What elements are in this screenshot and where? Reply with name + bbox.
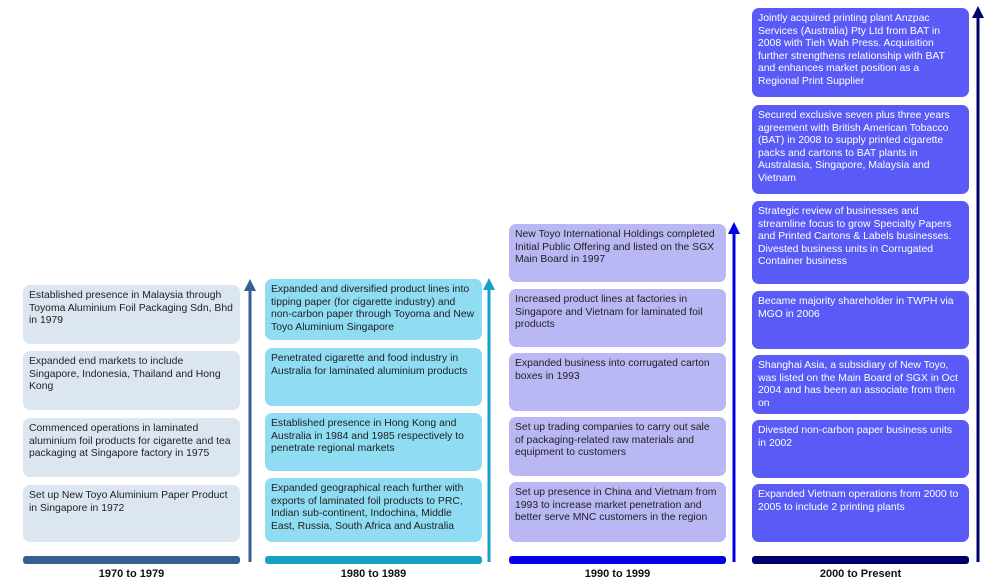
milestone-box: Set up presence in China and Vietnam fro… [509, 482, 726, 542]
milestone-box: Expanded Vietnam operations from 2000 to… [752, 484, 969, 542]
milestone-box: Set up trading companies to carry out sa… [509, 417, 726, 476]
milestone-box: Shanghai Asia, a subsidiary of New Toyo,… [752, 355, 969, 414]
milestone-box: Increased product lines at factories in … [509, 289, 726, 347]
era-timeline-bar [509, 556, 726, 564]
era-label: 1970 to 1979 [98, 568, 165, 580]
era-label: 1990 to 1999 [584, 568, 651, 580]
milestone-box: Secured exclusive seven plus three years… [752, 105, 969, 194]
growth-arrow-icon [972, 6, 984, 562]
milestone-box: Expanded business into corrugated carton… [509, 353, 726, 411]
milestone-box: Expanded and diversified product lines i… [265, 279, 482, 340]
milestone-box: Expanded end markets to include Singapor… [23, 351, 240, 410]
milestone-box: Jointly acquired printing plant Anzpac S… [752, 8, 969, 97]
era-label: 2000 to Present [819, 568, 902, 580]
milestone-box: Set up New Toyo Aluminium Paper Product … [23, 485, 240, 542]
milestone-box: Became majority shareholder in TWPH via … [752, 291, 969, 349]
era-timeline-bar [752, 556, 969, 564]
milestone-box: Commenced operations in laminated alumin… [23, 418, 240, 477]
milestone-box: Expanded geographical reach further with… [265, 478, 482, 542]
milestone-box: Strategic review of businesses and strea… [752, 201, 969, 284]
milestone-box: Established presence in Malaysia through… [23, 285, 240, 344]
growth-arrow-icon [244, 279, 256, 562]
era-timeline-bar [265, 556, 482, 564]
growth-arrow-icon [728, 222, 740, 562]
milestone-box: New Toyo International Holdings complete… [509, 224, 726, 282]
milestone-box: Penetrated cigarette and food industry i… [265, 348, 482, 406]
era-label: 1980 to 1989 [340, 568, 407, 580]
era-timeline-bar [23, 556, 240, 564]
growth-arrow-icon [483, 278, 495, 562]
milestone-box: Established presence in Hong Kong and Au… [265, 413, 482, 471]
milestone-box: Divested non-carbon paper business units… [752, 420, 969, 478]
